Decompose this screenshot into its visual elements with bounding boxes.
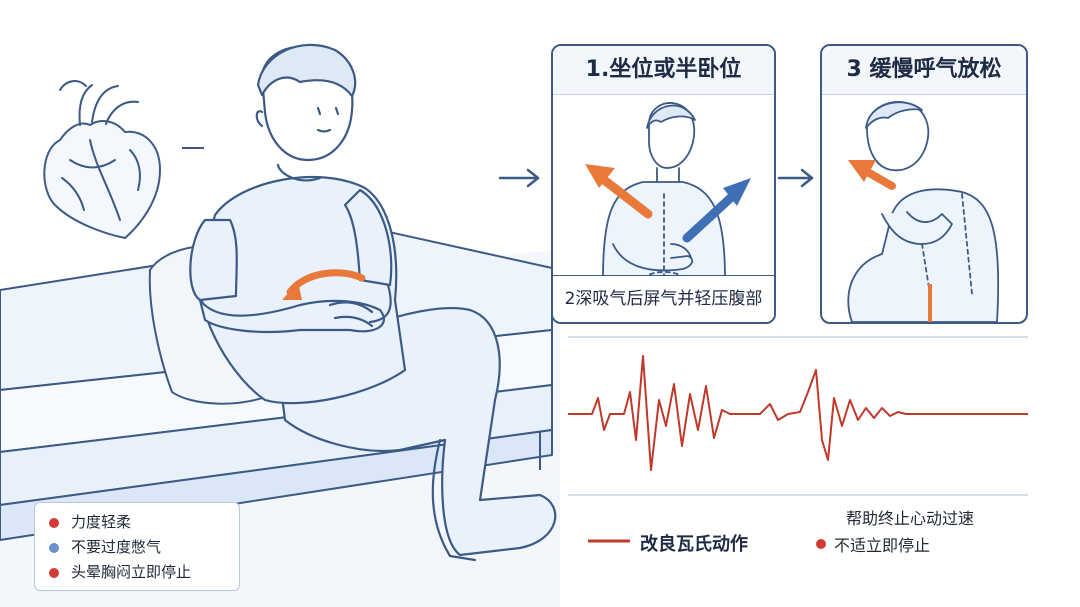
person-figure xyxy=(189,43,557,562)
arrow-right-icon xyxy=(498,168,540,188)
step-3-title: 3 缓慢呼气放松 xyxy=(822,46,1026,95)
warning-note: 不适立即停止 xyxy=(816,532,930,556)
tip-text: 头晕胸闷立即停止 xyxy=(71,563,192,581)
tip-text: 力度轻柔 xyxy=(71,513,132,531)
tips-box: 力度轻柔 不要过度憋气 头晕胸闷立即停止 xyxy=(34,502,240,591)
arrow-up-left-icon xyxy=(585,164,653,219)
step-3-panel: 3 缓慢呼气放松 xyxy=(820,44,1028,324)
step-1-title: 1.坐位或半卧位 xyxy=(553,46,774,95)
arrow-left-icon xyxy=(848,160,896,190)
bullet-dot-icon xyxy=(49,517,59,528)
step-1-figure xyxy=(585,102,751,278)
benefit-note: 帮助终止心动过速 xyxy=(846,509,975,528)
step-3-figure xyxy=(847,101,1000,322)
legend-line-label: 改良瓦氏动作 xyxy=(640,534,748,555)
heart-icon xyxy=(43,80,161,239)
bullet-dot-icon xyxy=(49,567,59,578)
tip-item: 不要过度憋气 xyxy=(49,535,239,560)
arrow-right-icon xyxy=(777,168,814,188)
bullet-dot-icon xyxy=(49,542,59,553)
arrow-up-right-icon xyxy=(682,178,751,243)
tip-text: 不要过度憋气 xyxy=(71,538,162,556)
step-2-caption: 2深吸气后屏气并轻压腹部 xyxy=(553,275,774,322)
ecg-trace xyxy=(568,355,1028,471)
warning-dot-icon xyxy=(816,539,826,549)
step-1-panel: 1.坐位或半卧位 2深吸气后屏气并轻压腹部 xyxy=(551,44,776,324)
tip-item: 力度轻柔 xyxy=(49,510,239,535)
tip-item: 头晕胸闷立即停止 xyxy=(49,560,239,585)
warning-text: 不适立即停止 xyxy=(834,536,931,555)
belly-rotation-arrow xyxy=(282,269,366,300)
